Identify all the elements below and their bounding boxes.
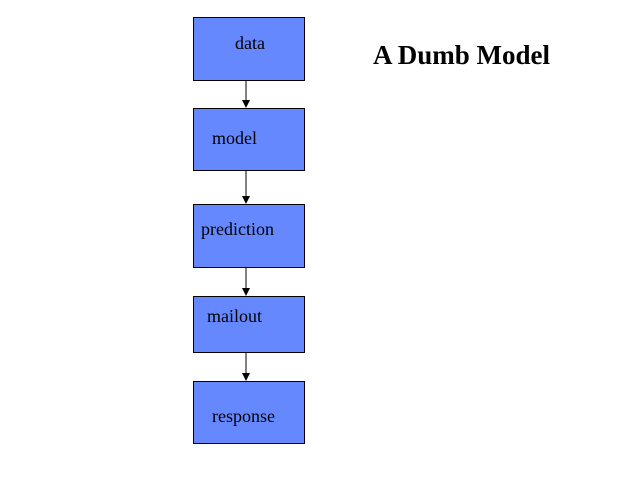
arrow-prediction-to-mailout [242,267,250,296]
flow-box-model [193,108,305,171]
flow-label-prediction: prediction [201,219,274,239]
flow-label-response: response [212,406,275,426]
flow-box-response [193,381,305,444]
diagram-title: A Dumb Model [373,40,551,70]
flow-label-data: data [235,33,265,53]
flow-box-mailout [193,296,305,353]
flow-label-mailout: mailout [207,306,262,326]
flow-label-model: model [212,128,257,148]
flow-box-data [193,17,305,81]
arrow-mailout-to-response [242,352,250,381]
arrow-data-to-model [242,80,250,108]
flow-box-prediction [193,204,305,268]
arrow-model-to-prediction [242,170,250,204]
